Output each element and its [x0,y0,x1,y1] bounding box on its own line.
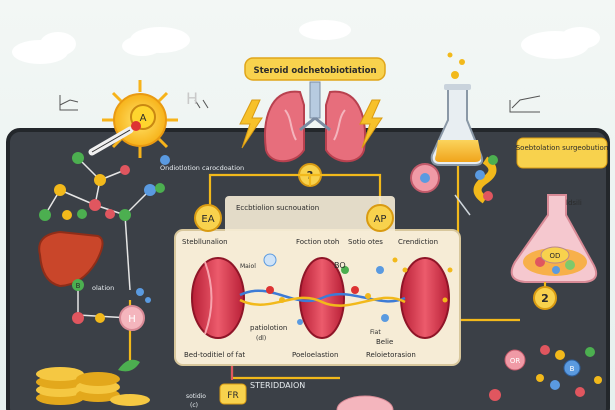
bottom-small-label-2: (c) [190,402,198,409]
axis-doodles [59,95,541,113]
label-sotio: Sotio otes [348,238,383,246]
or-marker: OR [504,349,526,371]
svg-text:AP: AP [374,214,387,225]
h-marker: H [119,305,145,331]
label-foction: Foction otoh [296,238,339,246]
svg-text:FR: FR [227,391,238,401]
particles [263,253,453,325]
label-maiol: Maiol [240,263,256,270]
label-sublimation: Stebllunalion [182,238,228,246]
strands [239,289,406,307]
top-right-label: Soebtolation surgeobution [516,137,609,169]
title-banner-text: Steroid odchetobiotiation [253,66,376,76]
label-crendiction: Crendiction [398,238,438,246]
label-bottom-mid: Poeloelastion [292,351,338,359]
ap-marker: AP [366,204,394,232]
svg-text:ldsili: ldsili [566,199,582,207]
label-bottom-left: Bed-toditiel of fat [184,351,245,359]
lightning-left-icon [239,99,263,149]
receptor-right [400,257,450,339]
label-polelotion: patiolotion [250,324,287,332]
h-glyph: H [186,89,198,108]
svg-text:OD: OD [550,252,561,260]
steroid-bottom-label: STERIDDAION [250,381,305,390]
label-belie-sub: Fiat [370,329,381,336]
beaker-icon [430,52,484,166]
flask-icon: OD ldsili [510,194,598,283]
label-bottom-right: Reloietorasion [366,351,416,359]
pen-icon [88,121,141,156]
right-molecules [410,155,498,216]
b-marker: B [563,359,581,377]
svg-text:OR: OR [510,357,521,365]
title-banner: Steroid odchetobiotiation [244,57,386,81]
label-polelotion-sub: (dl) [256,335,266,342]
svg-text:2: 2 [541,292,549,305]
svg-text:B: B [76,282,81,290]
molecule-atoms [39,152,170,221]
lightning-right-icon [359,99,383,149]
clouds [12,20,600,64]
liver-icon [38,230,104,288]
label-belie: Belie [376,338,393,346]
svg-text:EA: EA [201,214,214,225]
coins-icon [36,359,150,406]
svg-text:H: H [128,314,136,325]
center-top-left-label: Eccbtiolion sucnouation [236,204,319,212]
receptor-left [191,257,245,339]
svg-text:Soebtolation surgeobution: Soebtolation surgeobution [516,144,609,152]
lungs-icon [264,81,366,163]
left-panel-label: Ondiotlotion carocdoation [160,164,244,172]
svg-text:B: B [570,365,575,373]
ea-marker: EA [194,204,222,232]
svg-text:A: A [140,113,147,124]
two-marker: 2 [533,286,557,310]
label-bo: BO [334,261,346,270]
left-olation-label: olation [92,284,114,292]
left-nodes: B [72,279,151,324]
bottom-right-atoms [489,345,602,401]
bottom-blob [336,395,394,410]
bottom-small-label: sotidio [186,393,206,400]
fr-marker: FR [219,383,247,405]
